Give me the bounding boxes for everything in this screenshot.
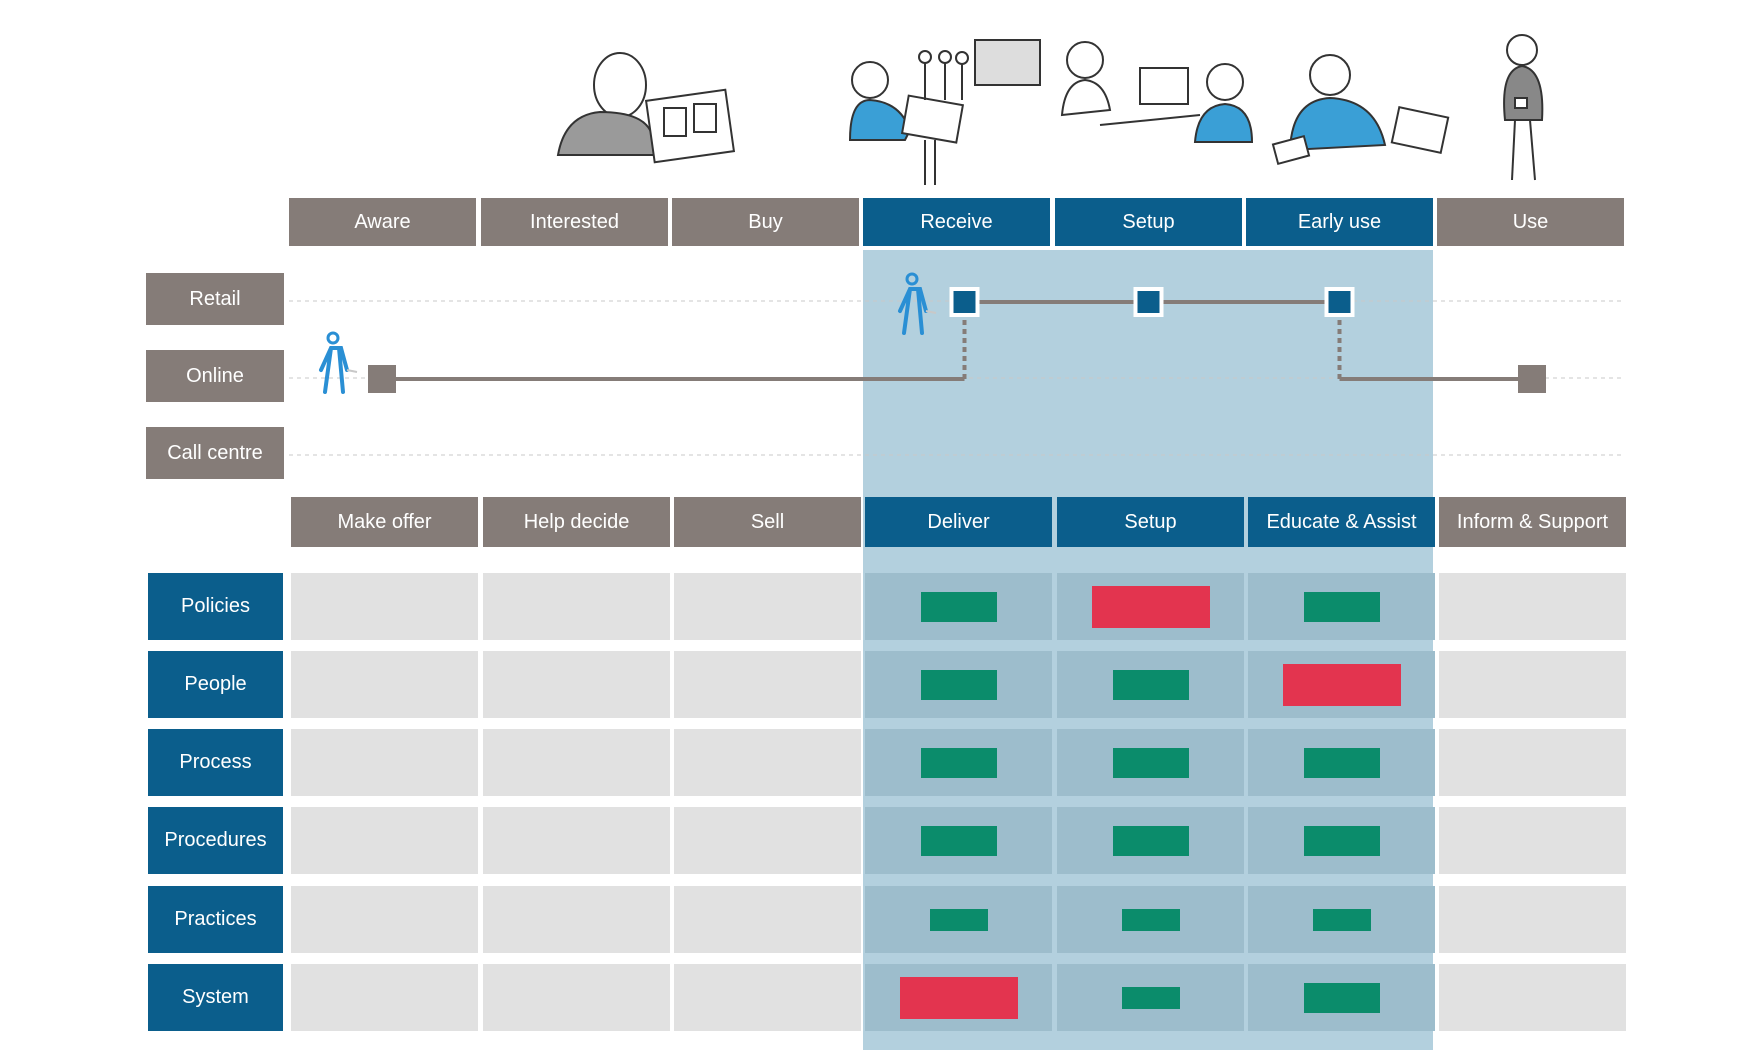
matrix-cell [291,807,478,874]
matrix-cell [1439,964,1626,1031]
matrix-cell [1439,729,1626,796]
business-stage-inform-and-support: Inform & Support [1439,497,1626,547]
touchpoint-marker [368,365,396,393]
customer-icon [319,331,358,394]
matrix-cell [674,886,861,953]
matrix-cell [483,651,670,718]
matrix-cell [483,573,670,640]
status-mark-good [1121,909,1180,931]
dimension-people: People [148,651,283,718]
status-mark-good [1112,748,1189,778]
status-mark-good [1303,592,1380,622]
customer-stage-buy: Buy [672,198,859,246]
matrix-cell [291,964,478,1031]
customer-stage-early-use: Early use [1246,198,1433,246]
matrix-cell [291,573,478,640]
customer-stage-setup: Setup [1055,198,1242,246]
customer-stage-aware: Aware [289,198,476,246]
matrix-cell [483,729,670,796]
status-mark-good [1303,826,1380,856]
status-mark-good [1312,909,1371,931]
touchpoint-marker [1137,291,1160,313]
status-mark-good [1112,826,1189,856]
touchpoint-marker [1328,291,1351,313]
status-mark-good [1112,670,1189,700]
status-mark-good [920,592,997,622]
person-phone-illustration [1503,34,1544,181]
status-mark-good [1303,983,1380,1013]
illustrations-layer [556,34,1544,185]
matrix-cell [674,807,861,874]
business-stage-sell: Sell [674,497,861,547]
customer-stage-receive: Receive [863,198,1050,246]
matrix-cell [291,729,478,796]
channel-online: Online [146,350,284,402]
matrix-cell [483,807,670,874]
dimension-procedures: Procedures [148,807,283,874]
matrix-cell [1439,651,1626,718]
dimension-system: System [148,964,283,1031]
status-mark-good [1303,748,1380,778]
elderly-laptop-illustration [1271,54,1450,166]
staff-customer-illustration [1060,41,1254,143]
customer-icon [898,272,937,335]
matrix-cell [483,964,670,1031]
touchpoint-marker [953,291,976,313]
matrix-cell [291,886,478,953]
person-tablet-store-illustration [848,39,1041,185]
dimension-practices: Practices [148,886,283,953]
matrix-cell [674,573,861,640]
dimension-policies: Policies [148,573,283,640]
matrix-cell [1439,573,1626,640]
matrix-cell [674,651,861,718]
matrix-cell [1439,886,1626,953]
matrix-cell [1439,807,1626,874]
customer-stage-use: Use [1437,198,1624,246]
status-mark-good [920,748,997,778]
status-mark-good [929,909,988,931]
status-mark-good [1121,987,1180,1009]
matrix-cell [291,651,478,718]
status-mark-bad [1282,664,1401,706]
status-mark-good [920,826,997,856]
channel-retail: Retail [146,273,284,325]
channel-call-centre: Call centre [146,427,284,479]
matrix-cell [674,729,861,796]
matrix-cell [674,964,861,1031]
business-stage-deliver: Deliver [865,497,1052,547]
business-stage-setup: Setup [1057,497,1244,547]
matrix-cell [483,886,670,953]
status-mark-bad [899,977,1018,1019]
customer-stage-interested: Interested [481,198,668,246]
dimension-process: Process [148,729,283,796]
person-laptop-illustration [556,52,736,164]
status-mark-bad [1091,586,1210,628]
business-stage-educate-and-assist: Educate & Assist [1248,497,1435,547]
business-stage-help-decide: Help decide [483,497,670,547]
status-mark-good [920,670,997,700]
touchpoint-marker [1518,365,1546,393]
business-stage-make-offer: Make offer [291,497,478,547]
